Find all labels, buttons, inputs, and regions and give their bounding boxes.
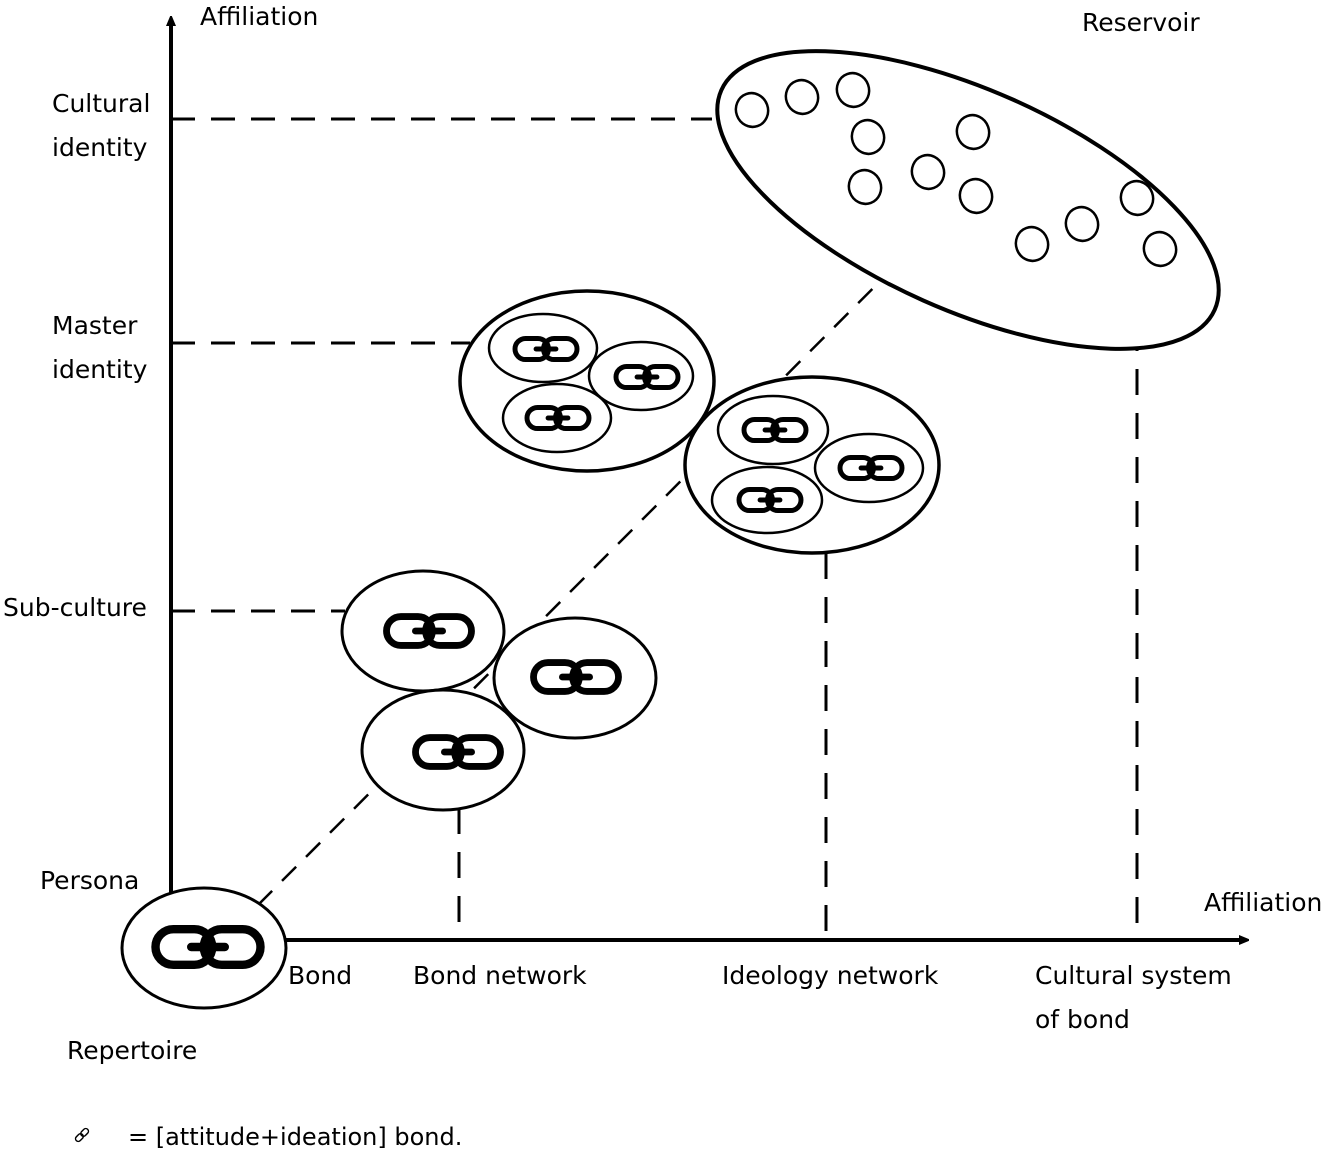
reservoir-unit	[910, 153, 946, 191]
reservoir-unit	[1064, 205, 1100, 243]
reservoir-unit	[847, 168, 883, 206]
reservoir-unit	[784, 78, 820, 116]
label-reservoir: Reservoir	[1082, 8, 1200, 37]
label-repertoire: Repertoire	[67, 1036, 197, 1065]
label-master-identity-line2: identity	[52, 355, 148, 384]
bond-network-cluster	[340, 569, 658, 812]
reservoir-unit	[835, 71, 871, 109]
legend-text: = [attitude+ideation] bond.	[128, 1123, 462, 1151]
reservoir-unit	[1119, 179, 1155, 217]
ideology-cluster-1	[458, 289, 716, 473]
label-cultural-identity: Cultural	[52, 89, 150, 118]
label-cultural-system-line2: of bond	[1035, 1005, 1130, 1034]
label-persona: Persona	[40, 866, 139, 895]
trend-line	[257, 195, 966, 906]
label-ideology-network: Ideology network	[722, 961, 939, 990]
label-cultural-identity-line2: identity	[52, 133, 148, 162]
reservoir-unit	[734, 91, 770, 129]
reservoir-unit	[850, 118, 886, 156]
reservoir-unit	[1142, 230, 1178, 268]
reservoir-cluster	[715, 49, 1221, 351]
label-cultural-system: Cultural system	[1035, 961, 1232, 990]
bond-node	[120, 886, 288, 1010]
x-axis-title: Affiliation	[1204, 888, 1322, 917]
reservoir-unit	[958, 177, 994, 215]
label-bond-network: Bond network	[413, 961, 587, 990]
ideology-cluster-2	[683, 375, 941, 555]
reservoir-unit	[1014, 225, 1050, 263]
bond-link-icon	[74, 1127, 90, 1143]
legend: = [attitude+ideation] bond.	[74, 1123, 462, 1151]
label-bond: Bond	[288, 961, 352, 990]
label-master-identity: Master	[52, 311, 138, 340]
reservoir-unit	[955, 113, 991, 151]
label-sub-culture: Sub-culture	[3, 593, 147, 622]
y-axis-title: Affiliation	[200, 2, 318, 31]
